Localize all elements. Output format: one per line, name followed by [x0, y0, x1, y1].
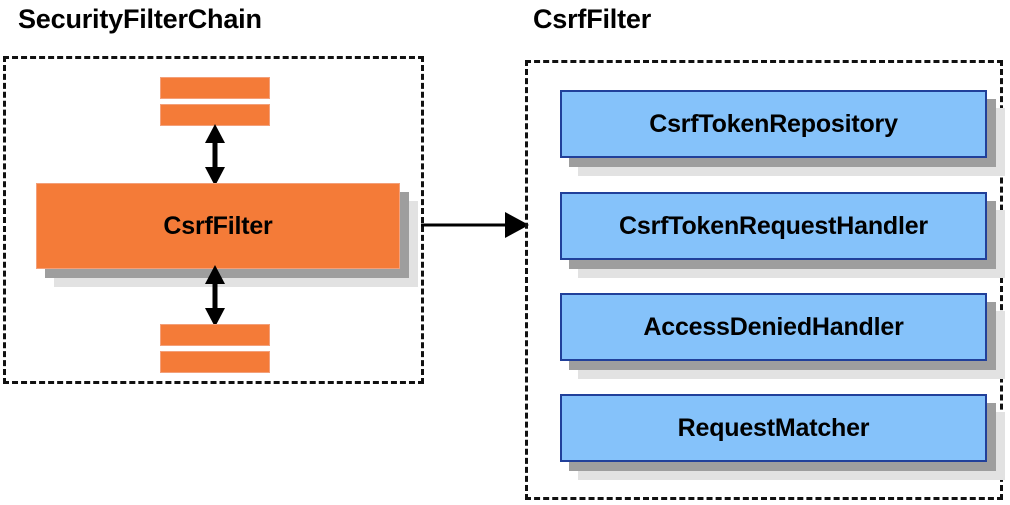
- collaborator-box-face: RequestMatcher: [560, 394, 987, 462]
- connector-arrow-icon: [421, 212, 529, 238]
- collaborator-box-csrf-token-repository[interactable]: CsrfTokenRepository: [560, 90, 1005, 176]
- filter-bar-above-1: [160, 77, 270, 99]
- csrf-filter-panel: [525, 60, 1003, 500]
- bidirectional-arrow-above-icon: [205, 124, 225, 186]
- collaborator-box-label: CsrfTokenRepository: [649, 109, 898, 138]
- bidirectional-arrow-below-icon: [205, 265, 225, 327]
- right-panel-title: CsrfFilter: [533, 4, 652, 34]
- filter-bar-below-1: [160, 324, 270, 346]
- collaborator-box-access-denied-handler[interactable]: AccessDeniedHandler: [560, 293, 1005, 379]
- filter-bar-below-2: [160, 351, 270, 373]
- collaborator-box-label: CsrfTokenRequestHandler: [619, 211, 928, 240]
- collaborator-box-request-matcher[interactable]: RequestMatcher: [560, 394, 1005, 480]
- filter-bar-above-2: [160, 104, 270, 126]
- collaborator-box-face: AccessDeniedHandler: [560, 293, 987, 361]
- csrf-filter-box-face: CsrfFilter: [36, 183, 400, 269]
- collaborator-box-face: CsrfTokenRequestHandler: [560, 192, 987, 260]
- csrf-filter-box[interactable]: CsrfFilter: [36, 183, 418, 287]
- left-panel-title: SecurityFilterChain: [18, 4, 262, 34]
- collaborator-box-csrf-token-request-handler[interactable]: CsrfTokenRequestHandler: [560, 192, 1005, 278]
- collaborator-box-face: CsrfTokenRepository: [560, 90, 987, 158]
- csrf-filter-box-label: CsrfFilter: [163, 211, 273, 240]
- collaborator-box-label: AccessDeniedHandler: [643, 312, 904, 341]
- collaborator-box-label: RequestMatcher: [677, 413, 870, 442]
- security-filter-chain-panel: [3, 56, 424, 384]
